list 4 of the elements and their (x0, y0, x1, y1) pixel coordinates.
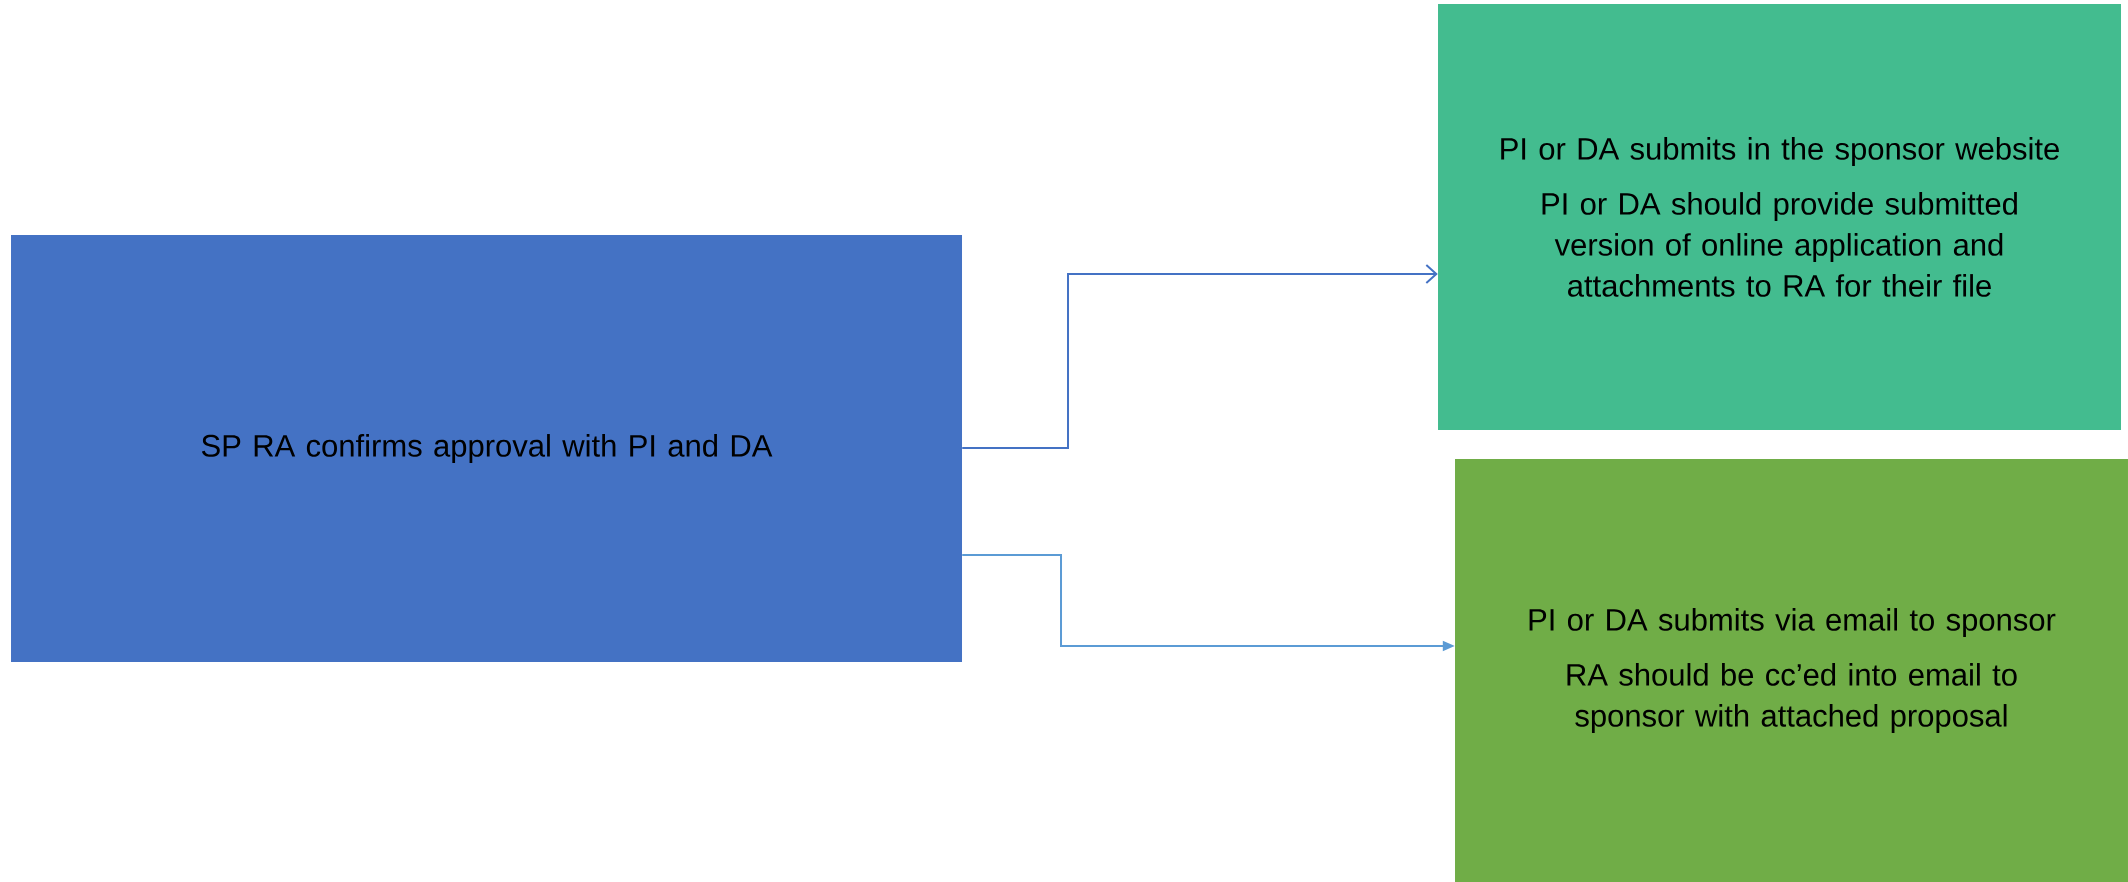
process-box: SP RA confirms approval with PI and DA (11, 235, 962, 662)
process-box: PI or DA submits via email to sponsor RA should be cc’ed into email to sponsor with attached proposal (1455, 459, 2128, 882)
arrow (961, 264, 1438, 449)
process-box: PI or DA submits in the sponsor website PI or DA should provide submitted version of online application and attachments to RA for their file (1438, 4, 2121, 430)
